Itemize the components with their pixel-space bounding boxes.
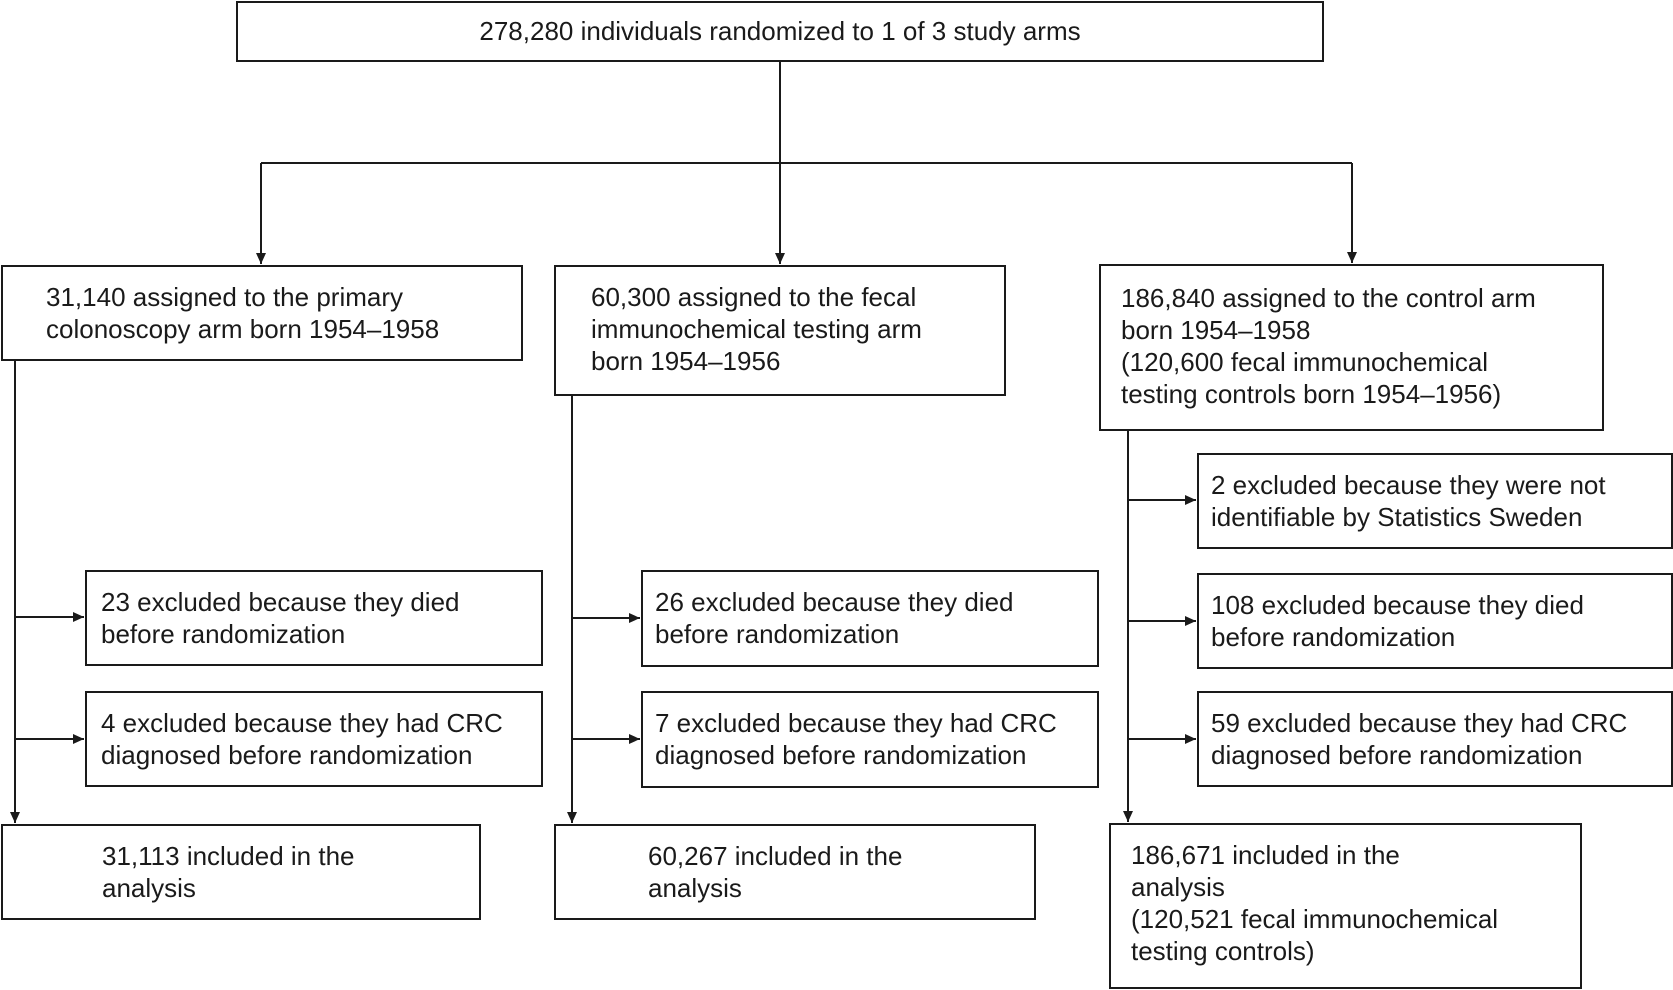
fit-excluded-died-box: 26 excluded because they died before ran… [641,570,1099,667]
arrowhead-right-17 [629,613,640,623]
control-excluded-crc-line-2: diagnosed before randomization [1211,740,1583,770]
fit-included-line-2: analysis [648,873,742,903]
control-included-line-4: testing controls) [1131,936,1315,966]
control-assigned-line-3: (120,600 fecal immunochemical [1121,347,1489,377]
fit-included-box: 60,267 included in the analysis [554,824,1036,920]
arrowhead-right-19 [629,734,640,744]
colonoscopy-excluded-crc-line-2: diagnosed before randomization [101,740,473,770]
arrowhead-right-25 [1185,616,1196,626]
arrowhead-right-23 [1185,495,1196,505]
fit-included-line-1: 60,267 included in the [648,841,903,871]
fit-excluded-crc-line-1: 7 excluded because they had CRC [655,708,1057,738]
control-assigned-line-1: 186,840 assigned to the control arm [1121,283,1536,313]
arrowhead-down-4 [256,253,266,264]
control-excluded-died-box: 108 excluded because they died before ra… [1197,573,1673,669]
arrowhead-down-15 [567,812,577,823]
colonoscopy-included-box: 31,113 included in the analysis [1,824,481,920]
arrowhead-down-5 [775,253,785,264]
fit-excluded-crc-line-2: diagnosed before randomization [655,740,1027,770]
arrowhead-right-11 [73,612,84,622]
colonoscopy-assigned-line-1: 31,140 assigned to the primary [46,282,403,312]
colonoscopy-excluded-crc-box: 4 excluded because they had CRC diagnose… [85,691,543,787]
fit-excluded-died-line-1: 26 excluded because they died [655,587,1014,617]
colonoscopy-included-line-1: 31,113 included in the [102,841,355,871]
fit-assigned-line-2: immunochemical testing arm [591,314,922,344]
arrowhead-right-27 [1185,734,1196,744]
arrowhead-down-9 [10,812,20,823]
control-excluded-died-line-1: 108 excluded because they died [1211,590,1584,620]
control-included-line-2: analysis [1131,872,1225,902]
arrowhead-down-21 [1123,811,1133,822]
control-excluded-unidentifiable-line-1: 2 excluded because they were not [1211,470,1606,500]
control-included-line-1: 186,671 included in the [1131,840,1400,870]
control-assigned-line-4: testing controls born 1954–1956) [1121,379,1502,409]
control-excluded-died-line-2: before randomization [1211,622,1456,652]
colonoscopy-excluded-died-box: 23 excluded because they died before ran… [85,570,543,666]
fit-assigned-box: 60,300 assigned to the fecal immunochemi… [554,265,1006,396]
randomized-box: 278,280 individuals randomized to 1 of 3… [236,1,1324,62]
control-assigned-box: 186,840 assigned to the control arm born… [1099,264,1604,431]
control-included-box: 186,671 included in the analysis (120,52… [1109,823,1582,989]
fit-assigned-line-1: 60,300 assigned to the fecal [591,282,917,312]
colonoscopy-excluded-died-line-1: 23 excluded because they died [101,587,460,617]
colonoscopy-included-line-2: analysis [102,873,196,903]
control-assigned-line-2: born 1954–1958 [1121,315,1311,345]
control-excluded-unidentifiable-line-2: identifiable by Statistics Sweden [1211,502,1583,532]
fit-excluded-crc-box: 7 excluded because they had CRC diagnose… [641,691,1099,788]
control-excluded-crc-line-1: 59 excluded because they had CRC [1211,708,1628,738]
fit-assigned-line-3: born 1954–1956 [591,346,781,376]
randomized-text: 278,280 individuals randomized to 1 of 3… [479,16,1081,46]
arrowhead-down-7 [1347,252,1357,263]
fit-excluded-died-line-2: before randomization [655,619,900,649]
colonoscopy-excluded-died-line-2: before randomization [101,619,346,649]
control-included-line-3: (120,521 fecal immunochemical [1131,904,1499,934]
colonoscopy-assigned-box: 31,140 assigned to the primary colonosco… [1,265,523,361]
control-excluded-unidentifiable-box: 2 excluded because they were not identif… [1197,453,1673,549]
colonoscopy-assigned-line-2: colonoscopy arm born 1954–1958 [46,314,440,344]
arrowhead-right-13 [73,734,84,744]
control-excluded-crc-box: 59 excluded because they had CRC diagnos… [1197,691,1673,787]
colonoscopy-excluded-crc-line-1: 4 excluded because they had CRC [101,708,503,738]
